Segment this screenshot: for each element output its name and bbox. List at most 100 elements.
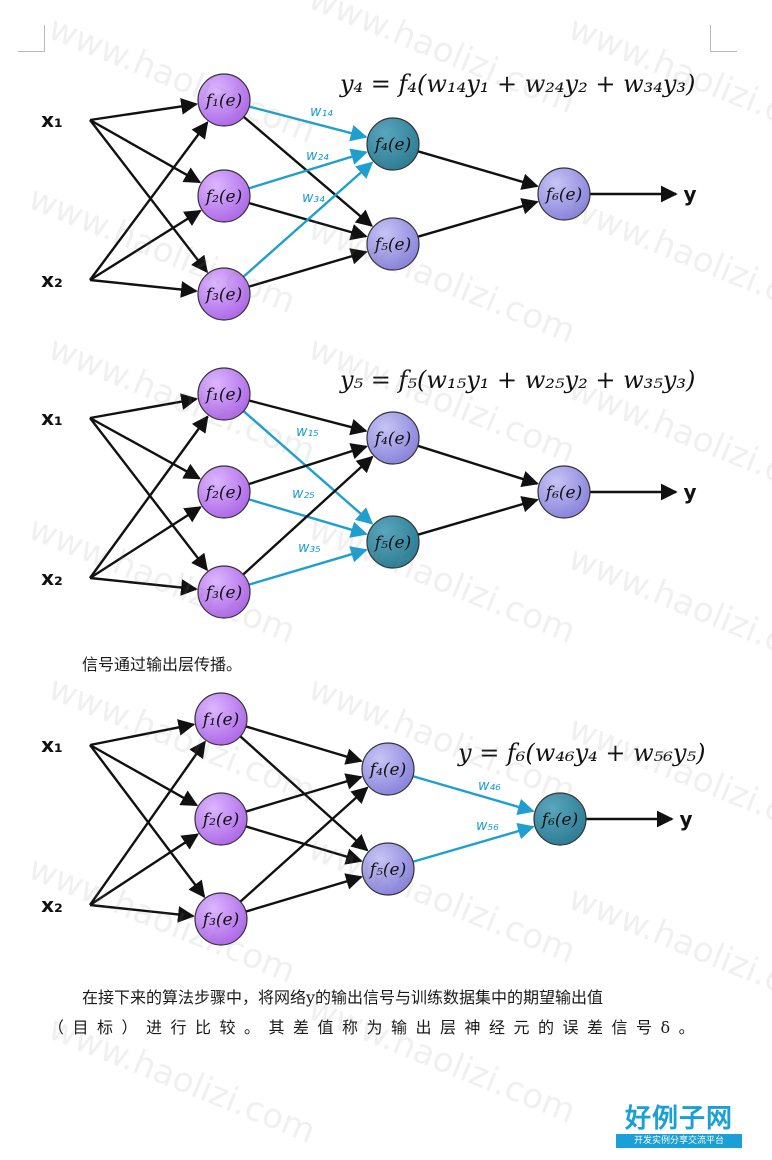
weighted-edge-arrow xyxy=(242,410,374,525)
input-label: x₂ xyxy=(41,268,63,292)
input-edge-arrow xyxy=(89,506,202,580)
neuron-label: f₁(e) xyxy=(204,91,242,111)
input-edge-arrow xyxy=(89,98,198,122)
neuron-node xyxy=(194,792,248,846)
neuron-label: f₂(e) xyxy=(204,483,242,503)
neuron-node xyxy=(533,792,587,846)
input-edge-arrow xyxy=(89,278,198,298)
input-label: x₁ xyxy=(41,406,63,430)
input-edge-arrow xyxy=(89,393,199,420)
paragraph-text-line-1: 在接下来的算法步骤中，将网络y的输出信号与训练数据集中的期望输出值 xyxy=(82,988,604,1007)
neuron-label: f₆(e) xyxy=(544,185,582,205)
neuron-node xyxy=(197,367,251,421)
weight-label: w₄₆ xyxy=(478,778,501,794)
hidden-edge-arrow xyxy=(245,773,363,813)
neuron-node xyxy=(366,411,420,465)
neuron-label: f₁(e) xyxy=(204,385,242,405)
crop-mark-icon xyxy=(710,25,737,52)
output-edge-arrow xyxy=(417,496,539,536)
network-svg-3: f₁(e)f₂(e)f₃(e)f₄(e)f₅(e)f₆(e)x₁x₂yw₄₆w₅… xyxy=(41,692,705,946)
weighted-edge-arrow xyxy=(242,161,374,278)
input-label: x₁ xyxy=(41,733,63,757)
neuron-label: f₁(e) xyxy=(201,710,239,730)
output-label: y xyxy=(683,182,696,206)
output-edge-arrow xyxy=(417,198,539,238)
input-label: x₂ xyxy=(41,566,63,590)
input-edge-arrow xyxy=(89,744,206,898)
network-svg-2: f₁(e) f₂(e) f₃(e) f₄(e) f₅(e) f₆(e) x₁ x₂ y w₁₅ w₂… xyxy=(41,366,697,619)
neuron-node xyxy=(197,169,251,223)
hidden-edge-arrow xyxy=(248,248,368,288)
hidden-edge-arrow xyxy=(242,455,374,576)
input-edge-arrow xyxy=(89,743,199,807)
neuron-label: f₅(e) xyxy=(368,860,406,880)
hidden-edge-arrow xyxy=(248,443,368,486)
neuron-label: f₃(e) xyxy=(201,910,239,930)
neuron-node xyxy=(197,73,251,127)
input-edge-arrow xyxy=(89,121,209,281)
weight-label: w₃₄ xyxy=(302,190,325,206)
weighted-edge-arrow xyxy=(248,148,368,190)
input-edge-arrow xyxy=(89,416,201,480)
weighted-edge-arrow xyxy=(248,105,368,142)
neuron-label: f₄(e) xyxy=(373,135,411,155)
neuron-label: f₄(e) xyxy=(368,760,406,780)
neuron-label: f₅(e) xyxy=(373,533,411,553)
input-edge-arrow xyxy=(89,740,206,906)
weighted-edge-arrow xyxy=(412,822,535,863)
input-label: x₁ xyxy=(41,108,63,132)
neuron-node xyxy=(537,167,591,221)
weight-label: w₃₅ xyxy=(298,540,321,556)
neuron-node xyxy=(197,465,251,519)
paragraph-output-propagation: 信号通过输出层传播。 xyxy=(48,650,728,680)
input-edge-arrow xyxy=(89,719,196,747)
hidden-edge-arrow xyxy=(245,725,363,765)
formula-text: y₅ = f₅(w₁₅y₁ + w₂₅y₂ + w₃₅y₃) xyxy=(339,366,695,394)
neuron-node xyxy=(366,515,420,569)
input-edge-arrow xyxy=(89,119,208,274)
neuron-label: f₆(e) xyxy=(540,810,578,830)
neuron-label: f₅(e) xyxy=(373,235,411,255)
paragraph-error-signal: 在接下来的算法步骤中，将网络y的输出信号与训练数据集中的期望输出值 （目标）进行… xyxy=(48,983,728,1043)
neuron-node xyxy=(361,842,415,896)
output-label: y xyxy=(679,807,692,831)
weight-label: w₂₅ xyxy=(292,486,315,502)
output-edge-arrow xyxy=(417,444,539,488)
weight-label: w₅₆ xyxy=(476,818,499,834)
neuron-label: f₄(e) xyxy=(373,429,411,449)
site-logo: 好例子网 开发实例分享交流平台 xyxy=(614,1098,744,1150)
network-diagram-2: f₁(e) f₂(e) f₃(e) f₄(e) f₅(e) f₆(e) x₁ x₂ y w₁₅ w₂… xyxy=(0,338,772,658)
weight-label: w₁₄ xyxy=(310,104,333,120)
neuron-node xyxy=(361,742,415,796)
input-edge-arrow xyxy=(89,576,198,596)
weighted-edge-arrow xyxy=(412,775,535,816)
neuron-label: f₂(e) xyxy=(204,187,242,207)
weighted-edge-arrow xyxy=(248,546,368,586)
input-edge-arrow xyxy=(89,417,208,572)
logo-sub-text: 开发实例分享交流平台 xyxy=(616,1134,742,1148)
input-edge-arrow xyxy=(89,833,199,907)
output-edge-arrow xyxy=(417,150,539,190)
neuron-node xyxy=(537,465,591,519)
neuron-node xyxy=(197,267,251,321)
paragraph-text: 信号通过输出层传播。 xyxy=(82,655,243,674)
input-edge-arrow xyxy=(89,209,202,282)
neuron-label: f₂(e) xyxy=(201,810,239,830)
neuron-label: f₆(e) xyxy=(544,483,582,503)
weight-label: w₁₅ xyxy=(296,424,319,440)
crop-mark-icon xyxy=(18,25,45,52)
input-edge-arrow xyxy=(89,903,195,923)
input-edge-arrow xyxy=(89,118,202,184)
formula-text: y₄ = f₄(w₁₄y₁ + w₂₄y₂ + w₃₄y₃) xyxy=(339,70,695,98)
hidden-edge-arrow xyxy=(248,399,368,436)
logo-main-text: 好例子网 xyxy=(624,1104,733,1134)
output-label: y xyxy=(683,480,696,504)
weight-label: w₂₄ xyxy=(306,148,329,164)
neuron-node xyxy=(366,217,420,271)
hidden-edge-arrow xyxy=(239,786,369,903)
neuron-label: f₃(e) xyxy=(204,583,242,603)
hidden-edge-arrow xyxy=(245,873,363,913)
